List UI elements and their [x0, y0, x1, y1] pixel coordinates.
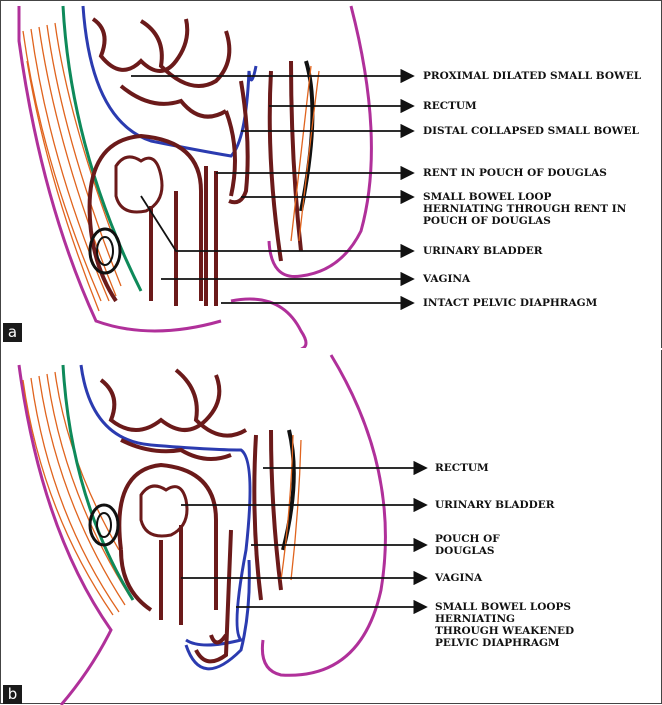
- label-urinary-bladder-a: URINARY BLADDER: [423, 245, 658, 257]
- panel-b-arrows: [1, 350, 662, 705]
- panel-letter-a: a: [3, 323, 22, 342]
- panel-b: RECTUM URINARY BLADDER POUCH OF DOUGLAS …: [1, 350, 662, 705]
- label-distal-collapsed-small-bowel: DISTAL COLLAPSED SMALL BOWEL: [423, 125, 658, 137]
- panel-letter-b: b: [3, 685, 22, 704]
- label-proximal-dilated-small-bowel: PROXIMAL DILATED SMALL BOWEL: [423, 70, 658, 82]
- label-small-bowel-loop-herniating: SMALL BOWEL LOOP HERNIATING THROUGH RENT…: [423, 191, 633, 227]
- panel-a: PROXIMAL DILATED SMALL BOWEL RECTUM DIST…: [1, 1, 662, 349]
- label-intact-pelvic-diaphragm: INTACT PELVIC DIAPHRAGM: [423, 297, 658, 309]
- label-vagina-a: VAGINA: [423, 273, 658, 285]
- label-small-bowel-loops-herniating: SMALL BOWEL LOOPS HERNIATING THROUGH WEA…: [435, 601, 575, 649]
- label-rectum-b: RECTUM: [435, 462, 655, 474]
- label-vagina-b: VAGINA: [435, 572, 655, 584]
- arrow-urinary-bladder: [141, 196, 413, 251]
- label-rectum-a: RECTUM: [423, 100, 658, 112]
- label-pouch-of-douglas: POUCH OF DOUGLAS: [435, 533, 525, 557]
- label-rent-pouch-of-douglas: RENT IN POUCH OF DOUGLAS: [423, 167, 658, 179]
- label-urinary-bladder-b: URINARY BLADDER: [435, 499, 655, 511]
